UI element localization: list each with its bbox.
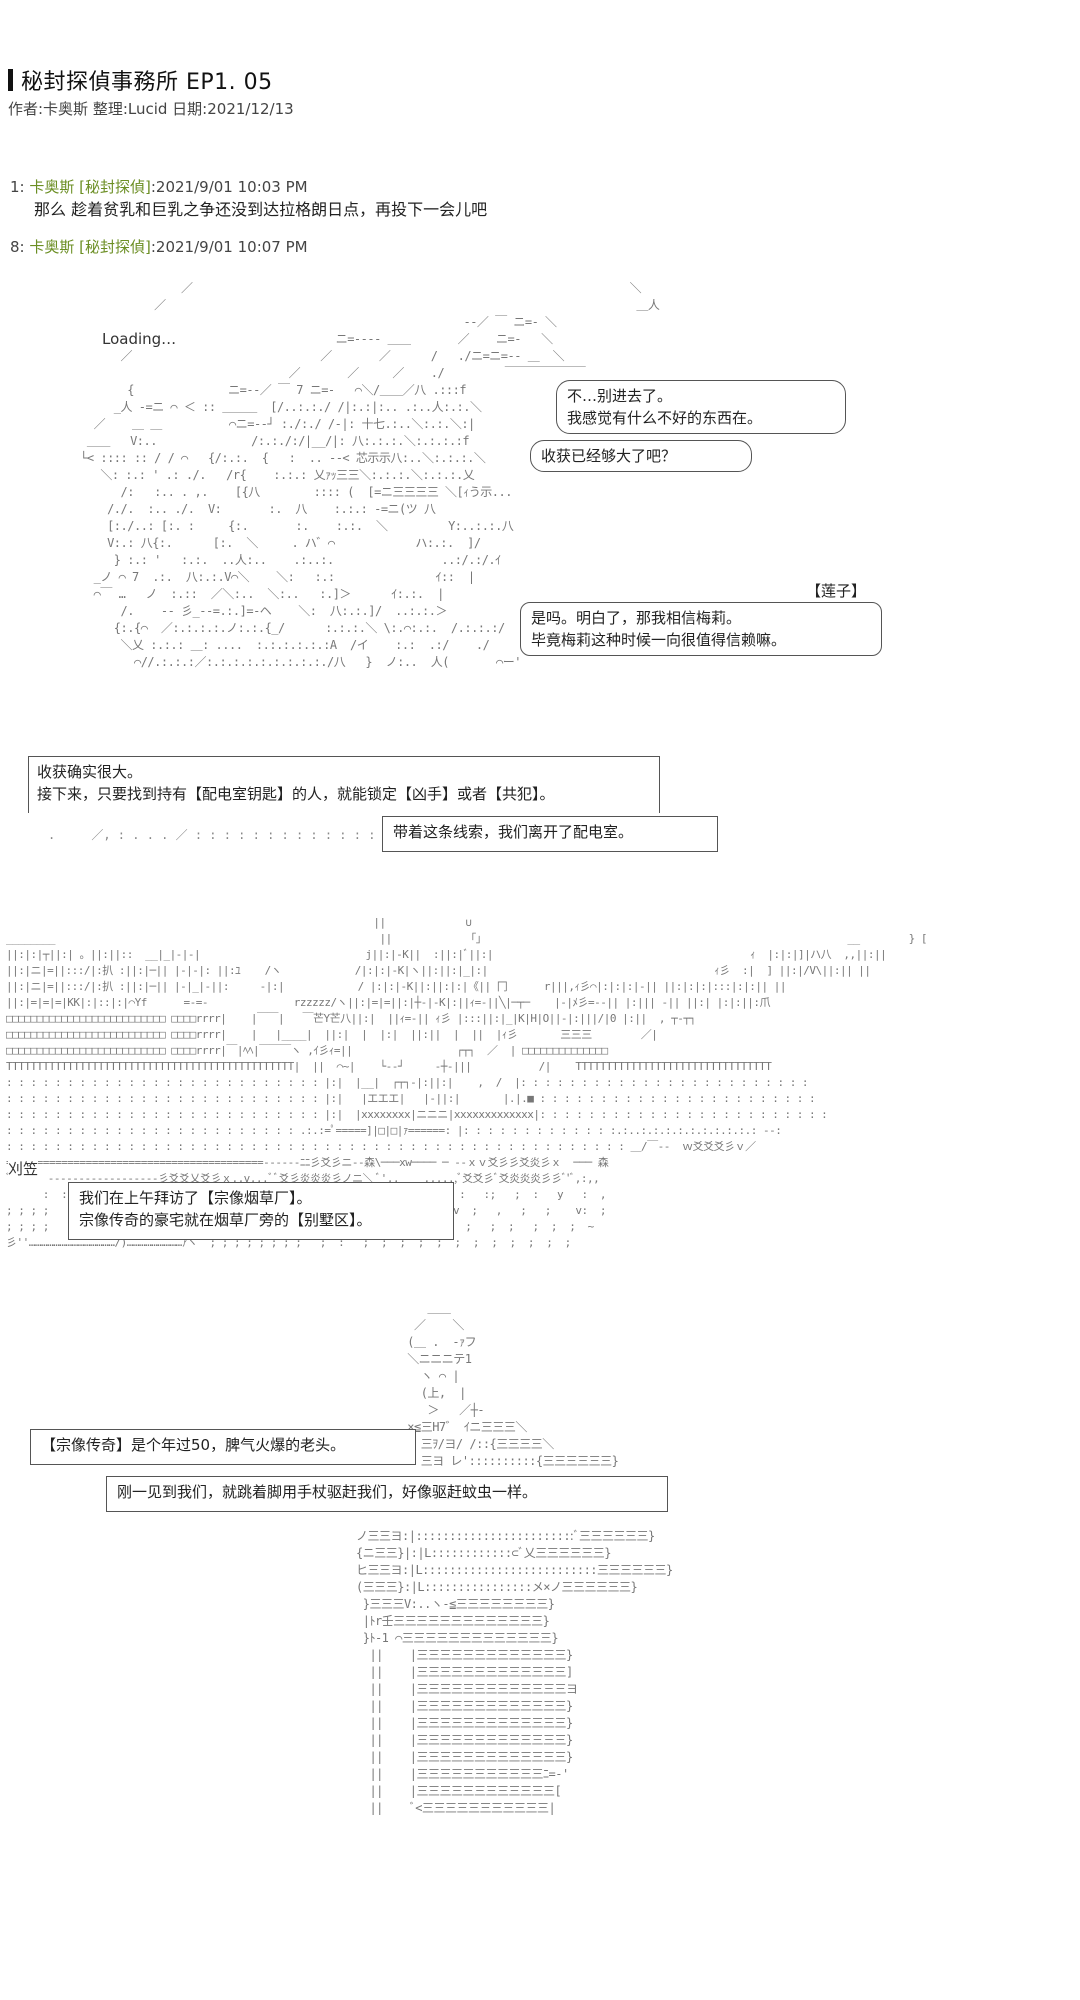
bubble-line: 不…别进去了。 [567,387,673,405]
narration-line: 接下来，只要找到持有【配电室钥匙】的人，就能锁定【凶手】或者【共犯】。 [37,785,555,803]
ascii-art-old-man-body: ノ三三ヨ:|::::::::::::::::::::::::ﾞ三三三三三三} {… [356,1529,673,1815]
post-body: 那么 趁着贫乳和巨乳之争还没到达拉格朗日点，再投下一会儿吧 [34,200,488,219]
header: 秘封探偵事務所 EP1. 05 [8,64,273,96]
post-number: 8: [10,238,25,256]
narration-line: 宗像传奇的豪宅就在烟草厂旁的【别墅区】。 [79,1211,372,1229]
speaker-label: 【莲子】 [806,582,867,600]
bubble-line: 毕竟梅莉这种时候一向很值得信赖嘛。 [531,631,787,649]
narration-box: 我们在上午拜访了【宗像烟草厂】。 宗像传奇的豪宅就在烟草厂旁的【别墅区】。 [68,1182,454,1240]
bubble-line: 我感觉有什么不好的东西在。 [567,409,763,427]
post-author[interactable]: 卡奥斯 [秘封探偵] [29,238,151,256]
narration-line: 收获确实很大。 [37,763,143,781]
narration-box: 带着这条线索，我们离开了配电室。 [382,816,718,852]
speech-bubble-maribel-2: 收获已经够大了吧？ [530,440,752,472]
speech-bubble-renko: 是吗。明白了，那我相信梅莉。 毕竟梅莉这种时候一向很值得信赖嘛。 [520,602,882,656]
bubble-line: 是吗。明白了，那我相信梅莉。 [531,609,742,627]
narration-box: 刚一见到我们，就跳着脚用手杖驱赶我们，好像驱赶蚊虫一样。 [106,1476,668,1512]
ascii-art-characters: ／ ＼ ／ ＿人 [80,281,660,669]
narration-box: 收获确实很大。 接下来，只要找到持有【配电室钥匙】的人，就能锁定【凶手】或者【共… [28,756,660,813]
post-author[interactable]: 卡奥斯 [秘封探偵] [29,178,151,196]
page-title: 秘封探偵事務所 EP1. 05 [21,70,273,95]
scene-factory: || ∪ ________ || 「」 __ } [ ||:|:|┬||:| 。… [0,915,1080,1249]
post-number: 1: [10,178,25,196]
post-date: :2021/9/01 10:03 PM [150,178,308,196]
ascii-art-old-man: ＿＿ ／ ＼ (＿ . -ｧフ ＼ニニニテ1 ヽ ⌒ | (上, | ＞ ／┼-… [407,1301,619,1468]
loading-text: Loading… [102,330,177,348]
speech-bubble-maribel: 不…别进去了。 我感觉有什么不好的东西在。 [556,380,846,434]
post-header: 1: 卡奥斯 [秘封探偵]:2021/9/01 10:03 PM [10,176,308,197]
ascii-art-factory: || ∪ ________ || 「」 __ } [ ||:|:|┬||:| 。… [6,916,928,1249]
narration-line: 我们在上午拜访了【宗像烟草厂】。 [79,1189,312,1207]
scene-old-man: ＿＿ ／ ＼ (＿ . -ｧフ ＼ニニニテ1 ヽ ⌒ | (上, | ＞ ／┼-… [0,1300,1080,2000]
page-meta: 作者:卡奥斯 整理:Lucid 日期:2021/12/13 [8,100,294,118]
sign-text: 刈笠 [8,1158,39,1179]
scene-room: ／ ＼ ／ ＿人 [0,280,1080,870]
narration-box: 【宗像传奇】是个年过50，脾气火爆的老头。 [30,1429,416,1465]
post-header: 8: 卡奥斯 [秘封探偵]:2021/9/01 10:07 PM [10,236,308,257]
title-marker [8,69,13,91]
post-date: :2021/9/01 10:07 PM [150,238,308,256]
